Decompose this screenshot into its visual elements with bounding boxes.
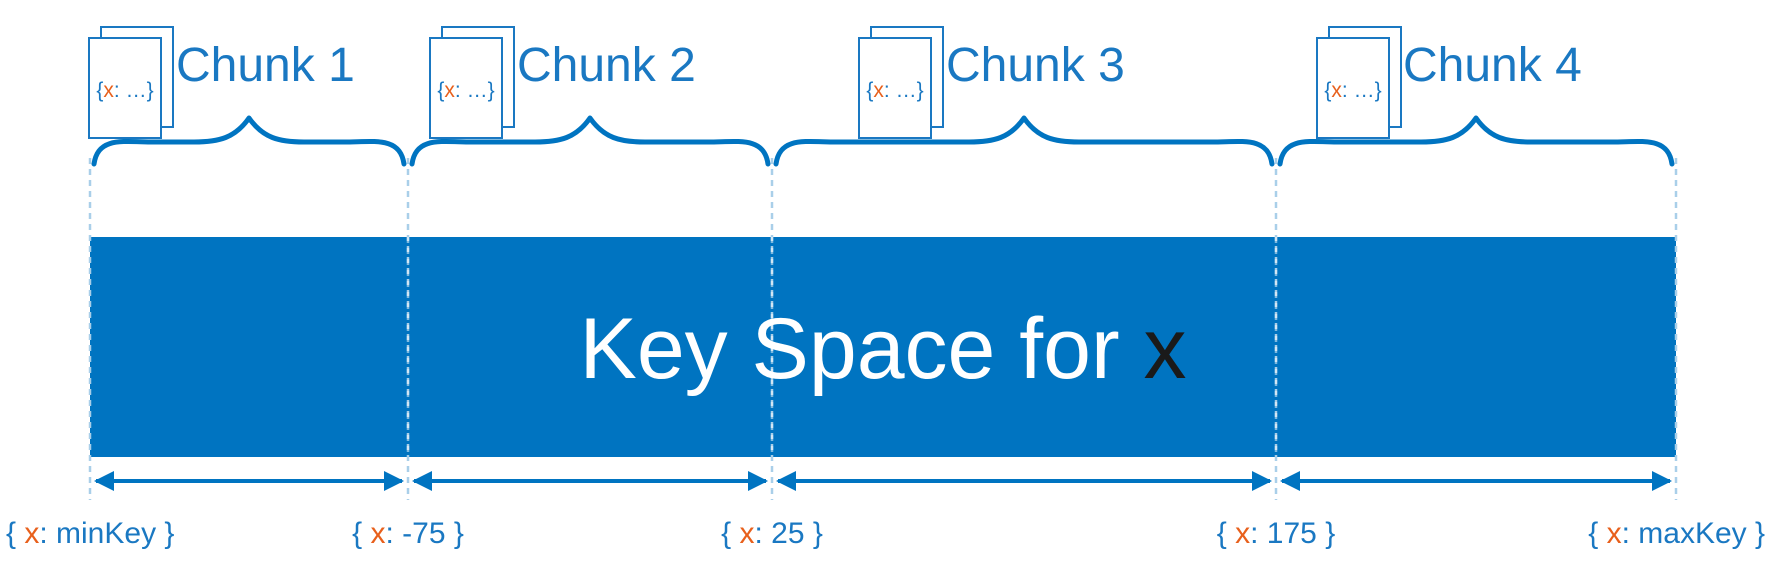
- document-icon-rest: : …}: [114, 79, 154, 102]
- document-icon-field: x: [444, 79, 455, 102]
- boundary-key-open: {: [352, 517, 370, 550]
- chunk-titles: Chunk 1 Chunk 2 Chunk 3 Chunk 4: [176, 39, 1582, 92]
- boundary-key-field: x: [1607, 517, 1622, 550]
- chunk-brace: [773, 115, 1275, 167]
- boundary-key-label: { x: minKey }: [6, 517, 174, 550]
- key-space-variable: x: [1144, 301, 1187, 397]
- boundary-guides: [88, 158, 1678, 500]
- boundary-key-value: : 175 }: [1250, 517, 1335, 550]
- boundary-key-value: : -75 }: [385, 517, 463, 550]
- document-icon-rest: : …}: [884, 79, 924, 102]
- document-stack-icon: {x: …}: [88, 26, 174, 139]
- document-icon-text: {x: …}: [1324, 79, 1381, 102]
- boundary-key-value: : minKey }: [39, 517, 174, 550]
- key-space-title: Key Space for x: [579, 301, 1186, 397]
- boundary-key-open: {: [1588, 517, 1606, 550]
- document-icon-field: x: [103, 79, 114, 102]
- document-icon-field: x: [873, 79, 884, 102]
- boundary-key-label: { x: 25 }: [721, 517, 823, 550]
- document-stack-icon: {x: …}: [1316, 26, 1402, 139]
- chunk-title: Chunk 3: [946, 39, 1125, 92]
- chunk-brace: [1277, 115, 1675, 167]
- document-icon-brace: {: [866, 79, 873, 102]
- chunk-title: Chunk 1: [176, 39, 355, 92]
- chunk-brace: [91, 115, 407, 167]
- document-stack-icon: {x: …}: [858, 26, 944, 139]
- boundary-key-label: { x: -75 }: [352, 517, 464, 550]
- chunk-title: Chunk 4: [1403, 39, 1582, 92]
- boundary-key-label: { x: 175 }: [1217, 517, 1335, 550]
- boundary-key-field: x: [739, 517, 754, 550]
- boundary-key-label: { x: maxKey }: [1588, 517, 1765, 550]
- boundary-key-field: x: [24, 517, 39, 550]
- boundary-key-open: {: [721, 517, 739, 550]
- boundary-labels: { x: minKey }{ x: -75 }{ x: 25 }{ x: 175…: [6, 517, 1765, 550]
- document-icon-text: {x: …}: [437, 79, 494, 102]
- document-icon-brace: {: [437, 79, 444, 102]
- boundary-key-open: {: [6, 517, 24, 550]
- document-icon-text: {x: …}: [866, 79, 923, 102]
- boundary-key-field: x: [1235, 517, 1250, 550]
- document-icon-text: {x: …}: [96, 79, 153, 102]
- document-icon-rest: : …}: [455, 79, 495, 102]
- document-icon-field: x: [1331, 79, 1342, 102]
- document-icon-rest: : …}: [1342, 79, 1382, 102]
- chunk-title: Chunk 2: [517, 39, 696, 92]
- chunk-brace: [409, 115, 771, 167]
- chunk-icons: {x: …}{x: …}{x: …}{x: …}: [88, 26, 1402, 139]
- chunk-braces: [91, 115, 1675, 167]
- key-space-title-text: Key Space for: [579, 301, 1143, 397]
- document-icon-brace: {: [96, 79, 103, 102]
- boundary-key-value: : 25 }: [754, 517, 822, 550]
- boundary-key-value: : maxKey }: [1622, 517, 1765, 550]
- document-stack-icon: {x: …}: [429, 26, 515, 139]
- document-icon-brace: {: [1324, 79, 1331, 102]
- boundary-key-field: x: [370, 517, 385, 550]
- boundary-key-open: {: [1217, 517, 1235, 550]
- key-space-band: [90, 237, 1676, 457]
